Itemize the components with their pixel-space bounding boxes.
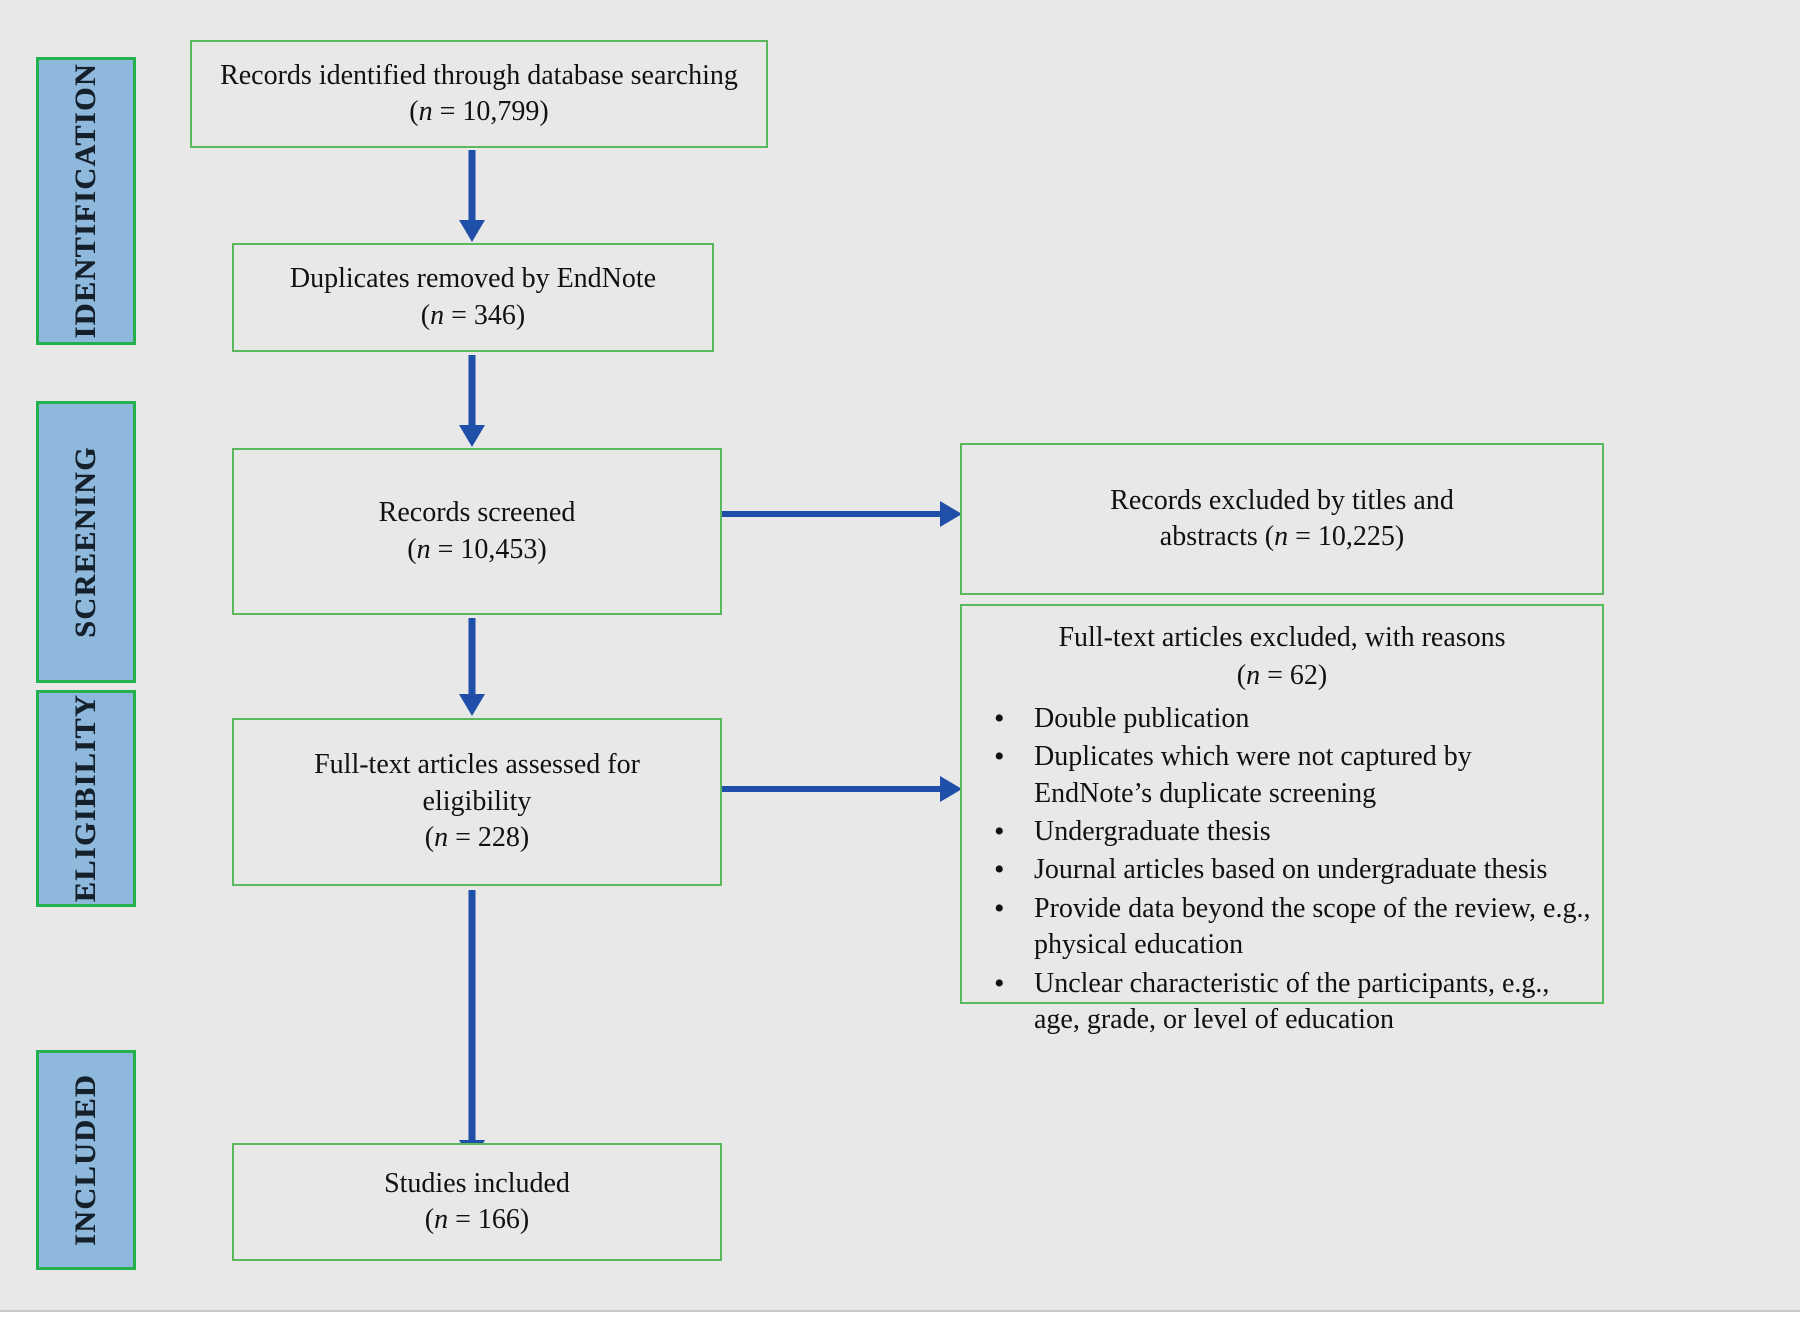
arrow-head <box>459 220 485 242</box>
records-screened-title: Records screened <box>378 497 576 529</box>
duplicates-removed-value: 346 <box>473 299 516 331</box>
stage-box-screening: SCREENING <box>36 401 136 683</box>
arrow-shaft <box>468 890 476 1142</box>
n-symbol: n <box>430 299 445 331</box>
equals: = <box>430 533 461 565</box>
paren-open: ( <box>420 299 431 331</box>
studies-included-count: (n = 166) <box>425 1202 529 1238</box>
equals: = <box>1260 660 1290 692</box>
paren-open: ( <box>1236 660 1247 692</box>
flow-box-records-excluded: Records excluded by titles and abstracts… <box>960 443 1604 595</box>
n-symbol: n <box>418 96 433 127</box>
n-symbol: n <box>434 822 449 854</box>
paren-close: ) <box>519 1204 530 1235</box>
duplicates-removed-count: (n = 346) <box>421 298 525 334</box>
flow-box-duplicates-removed: Duplicates removed by EndNote (n = 346) <box>232 243 714 352</box>
stage-label-eligibility: ELIGIBILITY <box>69 694 102 903</box>
studies-included-value: 166 <box>477 1204 520 1235</box>
flow-box-fulltext-excluded-reasons: Full-text articles excluded, with reason… <box>960 604 1604 1035</box>
reasons-list: Double publication Duplicates which were… <box>972 699 1592 1039</box>
arrow-shaft <box>722 511 942 517</box>
paren-open: ( <box>407 533 417 565</box>
records-screened-value: 10,453 <box>460 533 538 565</box>
reason-item: Provide data beyond the scope of the rev… <box>972 889 1592 964</box>
reason-item: Unclear characteristic of the participan… <box>972 964 1592 1039</box>
fulltext-assessed-count: (n = 228) <box>425 820 529 856</box>
fulltext-assessed-title: Full-text articles assessed for <box>314 749 640 781</box>
records-identified-count: (n = 10,799) <box>409 94 548 130</box>
fulltext-assessed-value: 228 <box>477 822 520 854</box>
duplicates-removed-title: Duplicates removed by EndNote <box>289 263 657 295</box>
arrow-identified-to-duplicates <box>458 150 486 242</box>
arrow-fulltext-to-included <box>458 890 486 1162</box>
arrow-shaft <box>722 786 942 792</box>
n-symbol: n <box>434 1204 449 1235</box>
paren-close: ) <box>519 822 530 854</box>
reason-item: Double publication <box>972 699 1592 738</box>
flow-box-fulltext-assessed: Full-text articles assessed for eligibil… <box>232 718 722 886</box>
records-excluded-value: 10,225 <box>1317 521 1395 552</box>
stage-box-identification: IDENTIFICATION <box>36 57 136 345</box>
arrow-head <box>459 694 485 716</box>
stage-box-eligibility: ELIGIBILITY <box>36 690 136 907</box>
fulltext-assessed-title-line2: eligibility <box>422 785 532 817</box>
stage-label-screening: SCREENING <box>69 446 102 638</box>
equals: = <box>448 1204 478 1235</box>
studies-included-title: Studies included <box>384 1167 570 1199</box>
stage-label-identification: IDENTIFICATION <box>69 63 102 339</box>
stage-box-included: INCLUDED <box>36 1050 136 1270</box>
arrow-fulltext-to-reasons <box>722 775 962 803</box>
arrow-screened-to-fulltext <box>458 618 486 716</box>
n-symbol: n <box>1274 521 1289 552</box>
paren-open: ( <box>424 1204 435 1235</box>
records-identified-value: 10,799 <box>462 96 540 127</box>
figure-bottom-rule <box>0 1310 1800 1330</box>
equals: = <box>444 299 474 331</box>
equals: = <box>432 96 463 127</box>
paren-open: ( <box>409 96 419 127</box>
paren-close: ) <box>537 533 547 565</box>
stage-label-included: INCLUDED <box>69 1073 102 1247</box>
arrow-head <box>940 501 962 527</box>
n-symbol: n <box>1246 660 1261 692</box>
n-symbol: n <box>416 533 431 565</box>
reason-item: Journal articles based on undergraduate … <box>972 850 1592 889</box>
reasons-count-value: 62 <box>1289 660 1318 692</box>
flow-box-records-identified: Records identified through database sear… <box>190 40 768 148</box>
reason-item: Duplicates which were not captured by En… <box>972 737 1592 812</box>
paren-close: ) <box>1317 660 1328 692</box>
arrow-shaft <box>468 355 476 427</box>
paren-close: ) <box>1394 521 1405 552</box>
equals: = <box>448 822 478 854</box>
reason-item: Undergraduate thesis <box>972 812 1592 851</box>
flow-box-studies-included: Studies included (n = 166) <box>232 1143 722 1261</box>
paren-close: ) <box>515 299 526 331</box>
records-excluded-line1: Records excluded by titles and <box>1110 484 1454 516</box>
reasons-heading: Full-text articles excluded, with reason… <box>1058 622 1506 653</box>
arrow-shaft <box>468 150 476 222</box>
flow-box-records-screened: Records screened (n = 10,453) <box>232 448 722 615</box>
records-identified-title: Records identified through database sear… <box>220 59 738 91</box>
paren-close: ) <box>539 96 549 127</box>
records-screened-count: (n = 10,453) <box>407 532 546 568</box>
arrow-duplicates-to-screened <box>458 355 486 447</box>
paren-open: ( <box>424 822 435 854</box>
equals: = <box>1288 521 1318 552</box>
abstracts-label: abstracts ( <box>1159 521 1275 552</box>
arrow-screened-to-excluded <box>722 500 962 528</box>
arrow-head <box>459 425 485 447</box>
arrow-head <box>940 776 962 802</box>
reasons-count: (n = 62) <box>972 658 1592 694</box>
arrow-shaft <box>468 618 476 696</box>
records-excluded-line2: abstracts (n = 10,225) <box>1160 519 1404 555</box>
